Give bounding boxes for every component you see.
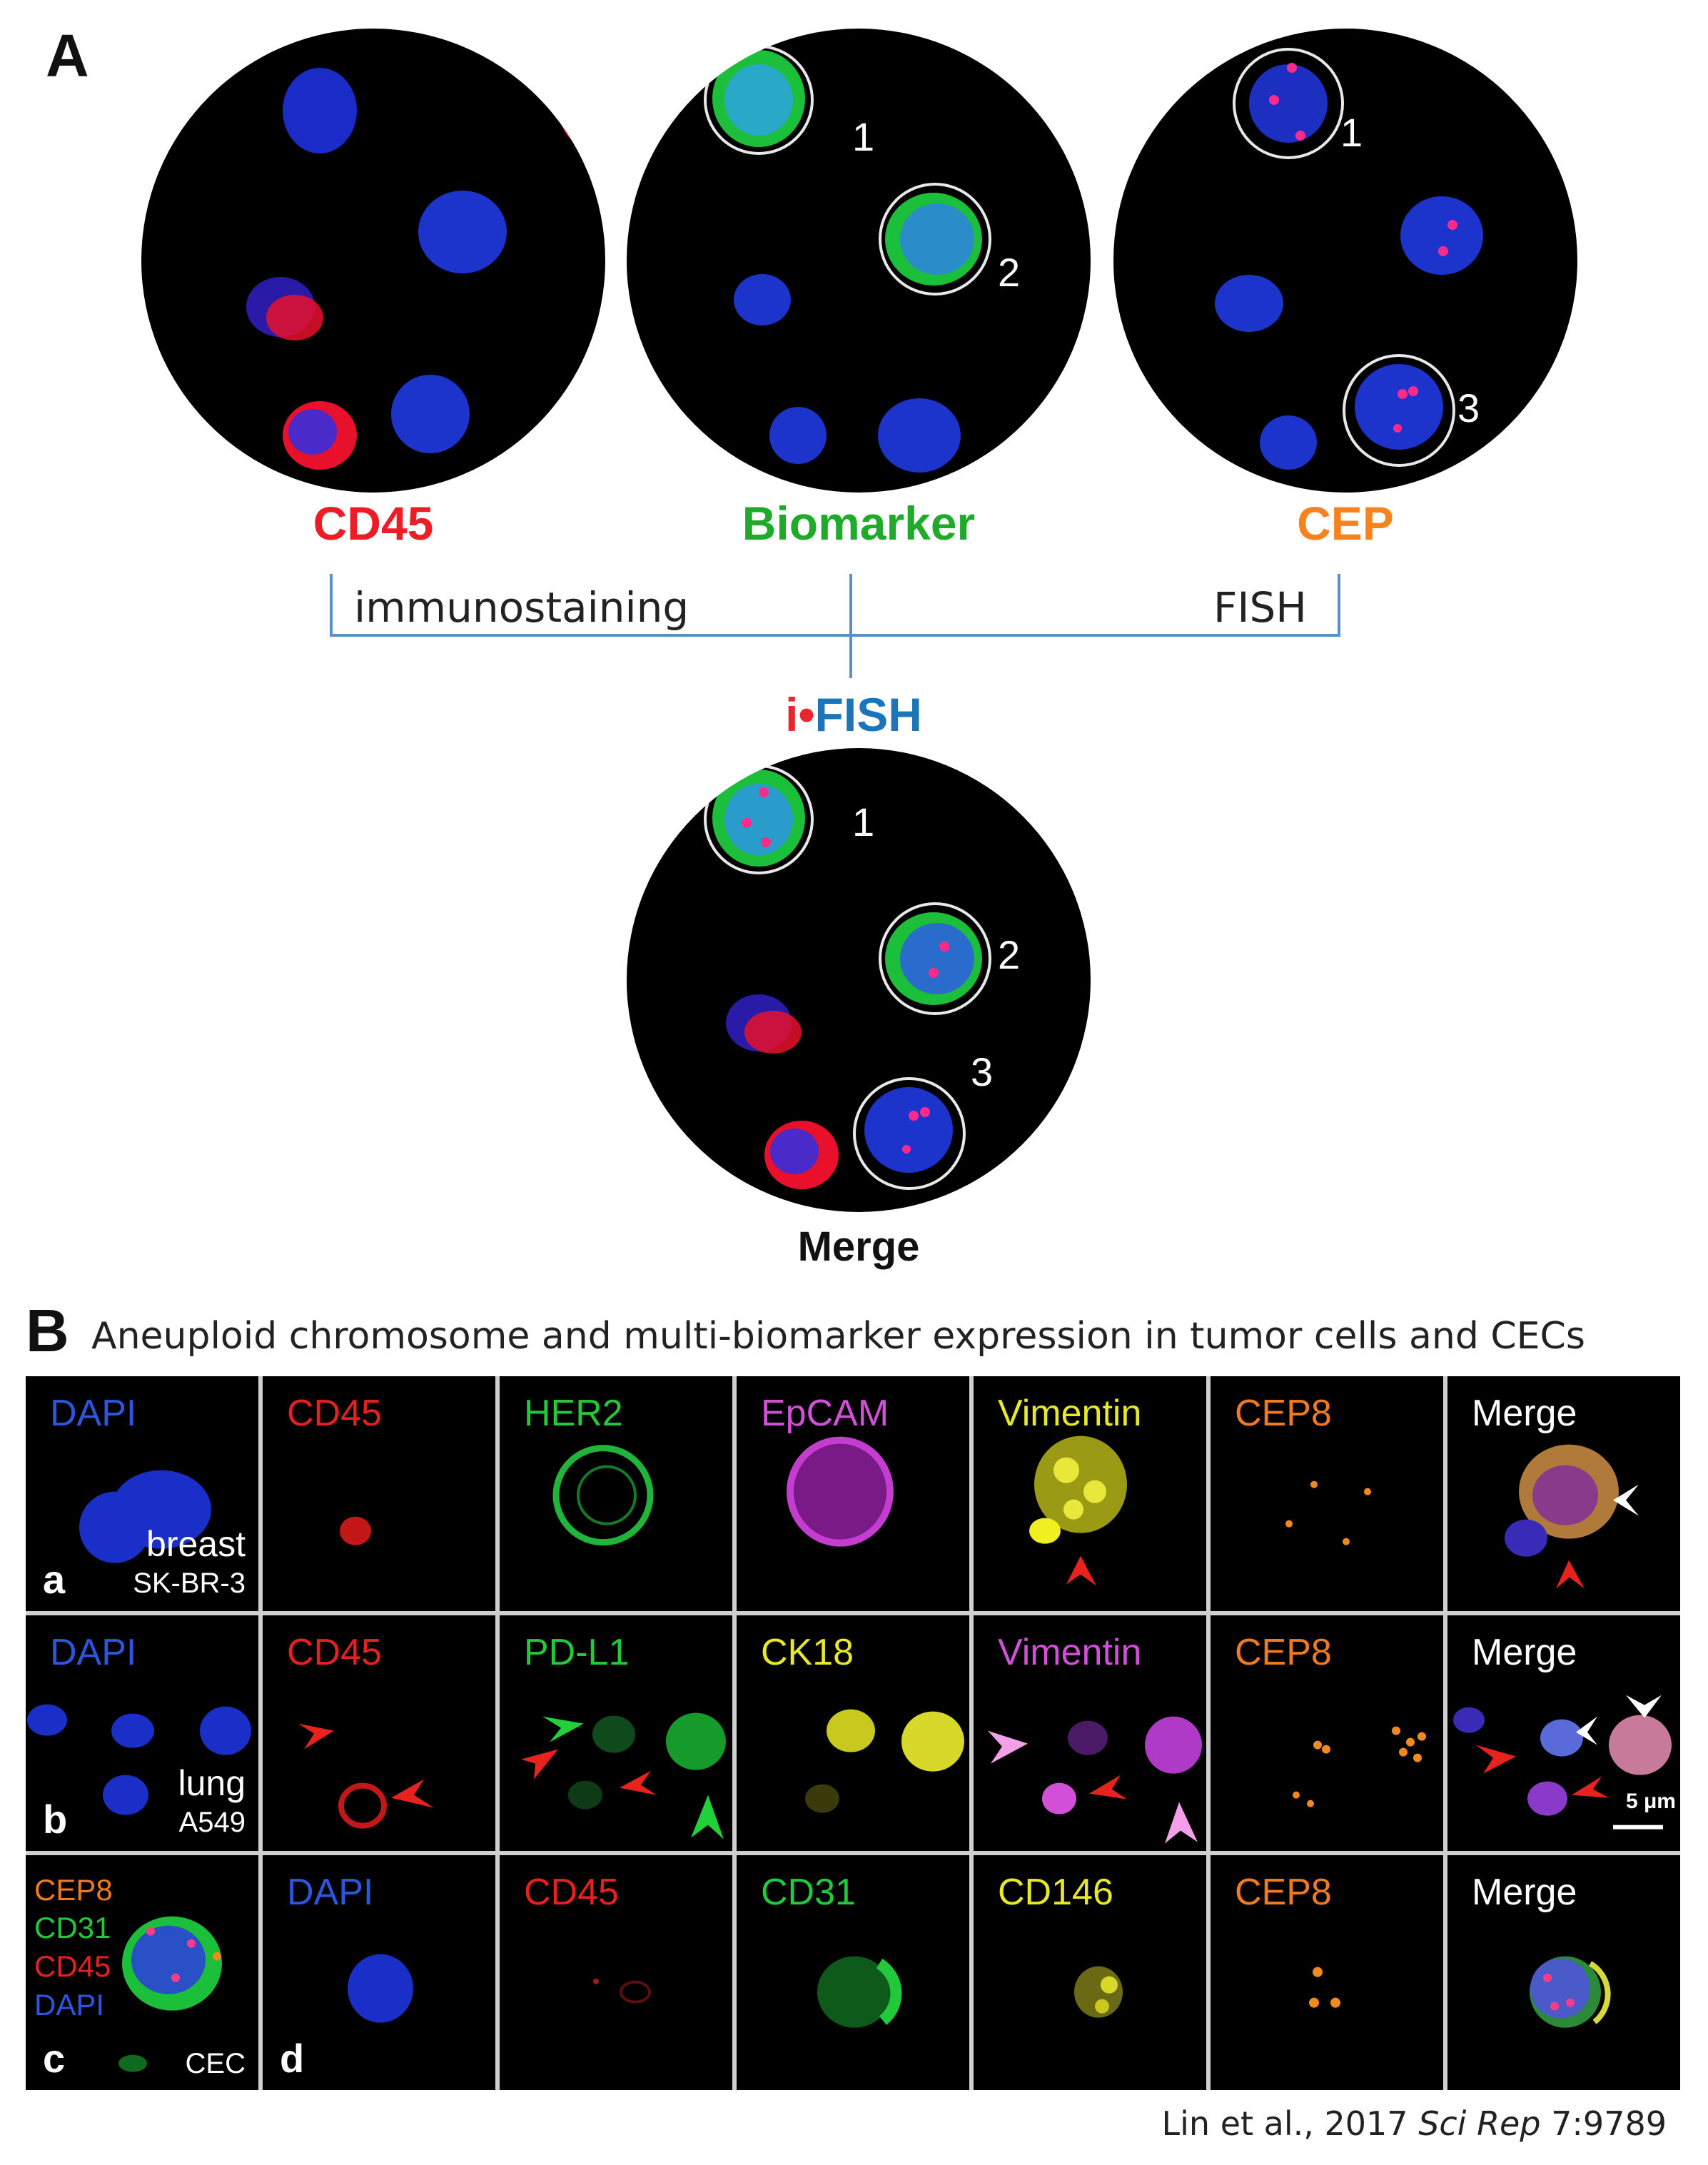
biomarker-cell-number-2: 2 xyxy=(998,250,1021,295)
merge-label: Merge xyxy=(797,1223,920,1270)
row-a-vimentin-label: Vimentin xyxy=(998,1393,1142,1434)
merge-cell-number-1: 1 xyxy=(852,799,875,844)
row-d-cep8-label: CEP8 xyxy=(1235,1871,1332,1913)
row-a-merge-label: Merge xyxy=(1472,1393,1577,1434)
row-c-letter: c xyxy=(43,2036,66,2081)
row-a-cd45-label: CD45 xyxy=(287,1393,382,1434)
row-d-cd31-label: CD31 xyxy=(761,1871,856,1913)
merge-cell-number-3: 3 xyxy=(971,1049,994,1094)
row-b-cd45-label: CD45 xyxy=(287,1632,382,1674)
row-c-channel-stack: CEP8 CD31 CD45 DAPI xyxy=(34,1871,113,2024)
row-d-cd45: CD45 xyxy=(500,1854,732,2090)
stack-dapi: DAPI xyxy=(34,1987,105,2022)
row-b-letter: b xyxy=(43,1796,68,1842)
row-b-cd45: CD45 xyxy=(263,1615,495,1851)
row-b-dapi: DAPI b lung A549 xyxy=(26,1615,258,1851)
row-b-cep8: CEP8 xyxy=(1211,1615,1443,1851)
row-c-cec: CEP8 CD31 CD45 DAPI c CEC xyxy=(26,1854,258,2090)
row-b-pdl1: PD-L1 xyxy=(500,1615,732,1851)
row-a-vimentin: Vimentin xyxy=(974,1376,1206,1612)
biomarker-cell-number-1: 1 xyxy=(852,114,875,159)
row-b-merge-label: Merge xyxy=(1472,1632,1577,1674)
row-d-dapi-label: DAPI xyxy=(287,1871,374,1913)
stack-cd31: CD31 xyxy=(34,1911,111,1945)
workflow-bracket xyxy=(330,574,1340,678)
scale-bar-label: 5 μm xyxy=(1625,1790,1676,1814)
micrograph-grid: DAPI a breast SK-BR-3 CD45 HER2 EpCAM Vi… xyxy=(26,1376,1680,2090)
row-d-cd146: CD146 xyxy=(974,1854,1206,2090)
citation-journal: Sci Rep xyxy=(1418,2104,1541,2143)
citation: Lin et al., 2017 Sci Rep 7:9789 xyxy=(1162,2107,1667,2140)
fish-label: FISH xyxy=(1213,583,1307,632)
ifish-label: i•FISH xyxy=(747,691,961,738)
row-d-merge-label: Merge xyxy=(1472,1871,1577,1913)
row-b-merge: Merge 5 μm xyxy=(1447,1615,1680,1851)
row-a-cep8: CEP8 xyxy=(1211,1376,1443,1612)
row-b-vimentin: Vimentin xyxy=(974,1615,1206,1851)
row-a-cd45: CD45 xyxy=(263,1376,495,1612)
row-a-dapi-label: DAPI xyxy=(50,1393,137,1434)
row-d-letter: d xyxy=(280,2036,305,2081)
row-a-her2-label: HER2 xyxy=(524,1393,623,1434)
row-a-epcam-label: EpCAM xyxy=(761,1393,889,1434)
row-d-cd146-label: CD146 xyxy=(998,1871,1113,1913)
row-b-ck18: CK18 xyxy=(737,1615,969,1851)
panel-b-title: Aneuploid chromosome and multi-biomarker… xyxy=(91,1315,1585,1358)
stack-cd45: CD45 xyxy=(34,1949,111,1984)
row-d-cep8: CEP8 xyxy=(1211,1854,1443,2090)
merge-cells xyxy=(704,764,1091,1190)
cep-cell-number-1: 1 xyxy=(1340,110,1363,155)
cep-cells xyxy=(1215,48,1577,470)
row-b-ck18-label: CK18 xyxy=(761,1632,854,1674)
row-a-tissue: breast xyxy=(146,1524,246,1564)
immunostaining-label: immunostaining xyxy=(354,583,689,632)
row-d-dapi: DAPI d xyxy=(263,1854,495,2090)
stack-cep8: CEP8 xyxy=(34,1872,113,1907)
citation-authors: Lin et al., 2017 xyxy=(1161,2104,1419,2143)
cep-label: CEP xyxy=(1297,497,1394,550)
row-b-pdl1-label: PD-L1 xyxy=(524,1632,630,1674)
biomarker-micrograph: 1 2 xyxy=(627,29,1091,493)
biomarker-label: Biomarker xyxy=(742,497,976,550)
row-b-vimentin-label: Vimentin xyxy=(998,1632,1142,1674)
row-a-her2: HER2 xyxy=(500,1376,732,1612)
row-a-cep8-label: CEP8 xyxy=(1235,1393,1332,1434)
ifish-suffix: FISH xyxy=(814,688,922,741)
row-a-cell-line: SK-BR-3 xyxy=(133,1568,246,1599)
cec-label: CEC xyxy=(185,2047,246,2079)
row-d-merge: Merge xyxy=(1447,1854,1680,2090)
ifish-dot: • xyxy=(798,688,815,741)
row-a-letter: a xyxy=(43,1557,66,1603)
merge-cell-number-2: 2 xyxy=(998,932,1021,977)
ifish-prefix: i xyxy=(785,688,799,741)
cep-micrograph: 1 3 xyxy=(1113,29,1577,493)
row-a-dapi: DAPI a breast SK-BR-3 xyxy=(26,1376,258,1612)
row-b-cell-line: A549 xyxy=(178,1807,246,1839)
row-a-epcam: EpCAM xyxy=(737,1376,969,1612)
row-b-dapi-label: DAPI xyxy=(50,1632,137,1674)
panel-b-letter: B xyxy=(26,1297,69,1364)
row-b-tissue: lung xyxy=(178,1763,246,1804)
cd45-cells xyxy=(246,68,602,470)
row-b-cep8-label: CEP8 xyxy=(1235,1632,1332,1674)
citation-volume: 7:9789 xyxy=(1540,2104,1667,2143)
row-d-cd31: CD31 xyxy=(737,1854,969,2090)
biomarker-cells xyxy=(704,45,1091,473)
cd45-micrograph xyxy=(141,29,605,493)
row-a-merge: Merge xyxy=(1447,1376,1680,1612)
cep-cell-number-3: 3 xyxy=(1457,385,1480,430)
merge-micrograph: 1 2 3 xyxy=(627,748,1091,1212)
cd45-label: CD45 xyxy=(313,497,434,550)
panel-a-letter: A xyxy=(46,22,89,89)
row-d-cd45-label: CD45 xyxy=(524,1871,619,1913)
